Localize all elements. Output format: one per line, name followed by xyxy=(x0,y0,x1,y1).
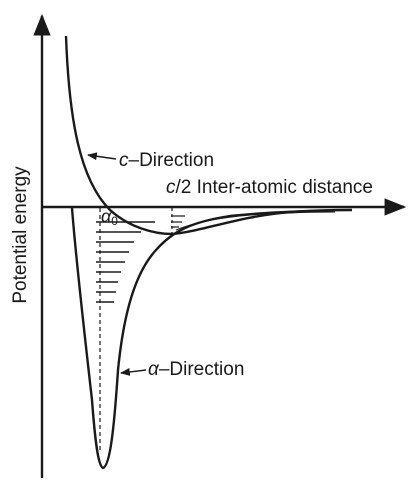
curve-tail-trace xyxy=(175,211,336,231)
curve-alpha-direction xyxy=(70,207,331,470)
y-axis-label: Potential energy xyxy=(10,166,31,304)
c-direction-label-rest: –Direction xyxy=(129,150,215,171)
c-direction-label: c–Direction xyxy=(119,150,214,171)
alpha-direction-pointer-arrow xyxy=(120,368,147,376)
c-direction-label-italic: c xyxy=(119,150,129,171)
equilibrium-subscript: 0 xyxy=(111,214,118,228)
alpha-direction-label: α–Direction xyxy=(148,359,244,380)
alpha-direction-label-rest: –Direction xyxy=(159,359,245,380)
x-axis-label: c/2 Inter-atomic distance xyxy=(166,177,373,198)
equilibrium-symbol: α xyxy=(101,206,112,226)
x-axis-label-rest: /2 Inter-atomic distance xyxy=(176,177,373,198)
equilibrium-label: α0 xyxy=(101,206,118,228)
hatch-region-small xyxy=(171,215,185,228)
x-axis-label-italic: c xyxy=(166,177,176,198)
alpha-direction-label-italic: α xyxy=(148,359,160,380)
curve-c-direction xyxy=(64,35,353,236)
c-direction-pointer-arrow xyxy=(87,152,117,161)
